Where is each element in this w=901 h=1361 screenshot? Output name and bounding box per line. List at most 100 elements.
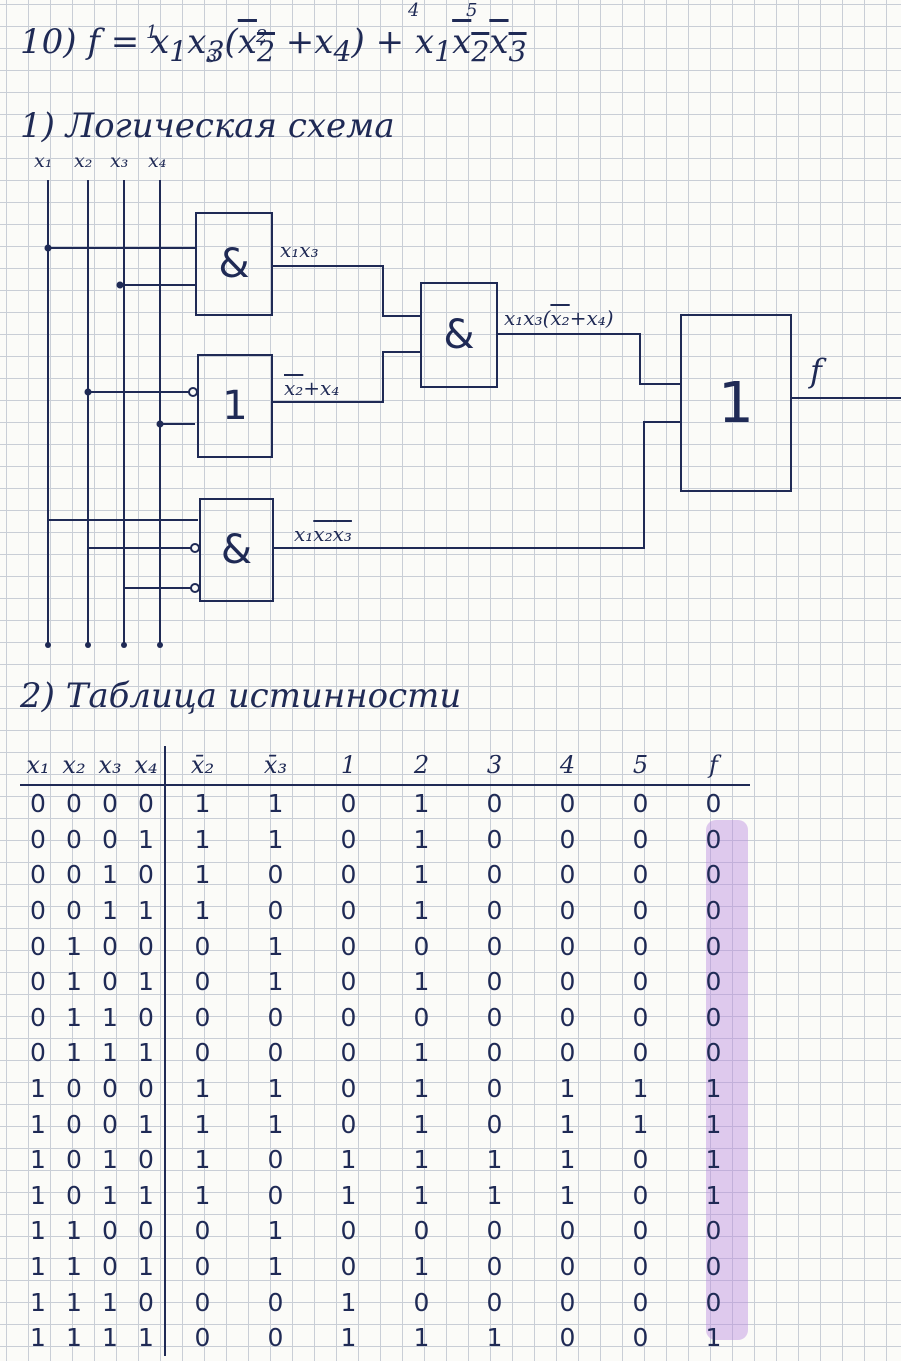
table-cell: 1 — [30, 1287, 46, 1317]
table-cell: 1 — [340, 1145, 357, 1175]
table-cell: 0 — [340, 789, 357, 819]
table-cell: 1 — [486, 1323, 503, 1353]
table-cell: 0 — [632, 824, 649, 854]
table-cell: 0 — [559, 789, 576, 819]
table-cell: 1 — [413, 824, 430, 854]
table-cell: 1 — [66, 1216, 82, 1246]
table-cell: 0 — [30, 931, 46, 961]
table-cell: 0 — [705, 1216, 722, 1246]
table-cell: 1 — [66, 1002, 82, 1032]
table-cell: 0 — [102, 1216, 118, 1246]
table-cell: 1 — [559, 1074, 576, 1104]
table-cell: 0 — [705, 824, 722, 854]
table-cell: 0 — [30, 1002, 46, 1032]
table-cell: 0 — [632, 1002, 649, 1032]
table-cell: 0 — [267, 1002, 284, 1032]
table-cell: 0 — [559, 824, 576, 854]
table-cell: 1 — [194, 1145, 211, 1175]
table-cell: 0 — [486, 1038, 503, 1068]
table-cell: 1 — [66, 1252, 82, 1282]
inverter-bubble-x2b — [190, 543, 200, 553]
table-cell: 1 — [66, 1287, 82, 1317]
table-cell: 1 — [413, 1074, 430, 1104]
table-cell: 0 — [30, 896, 46, 926]
table-cell: 0 — [486, 1252, 503, 1282]
and-gate-2: & — [420, 282, 498, 388]
formula: 10) f = x1x3(x2 +x4) + x1x2x3 — [20, 22, 527, 68]
table-cell: 1 — [194, 1074, 211, 1104]
wire-label-x1x3: x₁x₃ — [280, 238, 319, 262]
table-cell: 1 — [267, 824, 284, 854]
table-cell: 0 — [267, 860, 284, 890]
table-cell: 0 — [705, 1002, 722, 1032]
table-cell: 0 — [632, 1216, 649, 1246]
table-cell: 0 — [486, 1074, 503, 1104]
table-cell: 0 — [632, 1038, 649, 1068]
table-cell: 1 — [267, 789, 284, 819]
table-cell: 1 — [194, 896, 211, 926]
header-x3: x₃ — [92, 746, 128, 786]
table-cell: 0 — [340, 1252, 357, 1282]
wire-label-and2-output: x₁x₃(x₂+x₄) — [504, 306, 614, 330]
table-cell: 1 — [30, 1180, 46, 1210]
table-cell: 1 — [128, 963, 166, 1000]
and-gate-1: & — [195, 212, 273, 316]
table-cell: 0 — [128, 1213, 166, 1249]
table-cell: 0 — [632, 1287, 649, 1317]
table-cell: 0 — [413, 1287, 430, 1317]
table-cell: 0 — [267, 1038, 284, 1068]
table-cell: 0 — [705, 1287, 722, 1317]
table-cell: 0 — [486, 931, 503, 961]
table-cell: 0 — [128, 1141, 166, 1178]
table-cell: 1 — [128, 821, 166, 858]
table-cell: 1 — [102, 1002, 118, 1032]
table-cell: 0 — [559, 1323, 576, 1353]
header-x3bar: x̄₃ — [239, 746, 312, 786]
table-cell: 0 — [632, 1145, 649, 1175]
table-cell: 0 — [128, 1070, 166, 1107]
formula-f: f — [87, 22, 100, 62]
table-cell: 1 — [486, 1180, 503, 1210]
mark-5: 5 — [466, 0, 478, 21]
table-cell: 1 — [413, 1323, 430, 1353]
mark-3: 3 — [206, 46, 218, 67]
table-cell: 0 — [340, 896, 357, 926]
table-cell: 0 — [102, 967, 118, 997]
table-cell: 0 — [340, 824, 357, 854]
table-cell: 0 — [559, 896, 576, 926]
table-cell: 1 — [413, 1145, 430, 1175]
table-cell: 0 — [340, 967, 357, 997]
table-cell: 1 — [632, 1074, 649, 1104]
table-cell: 0 — [128, 1284, 166, 1320]
table-cell: 0 — [559, 967, 576, 997]
table-cell: 1 — [30, 1216, 46, 1246]
or-gate-1: 1 — [197, 354, 273, 458]
table-cell: 0 — [632, 896, 649, 926]
table-cell: 0 — [486, 1002, 503, 1032]
wire-label-x2bar-or-x4: x₂+x₄ — [284, 376, 340, 400]
table-cell: 0 — [486, 789, 503, 819]
header-3: 3 — [458, 746, 531, 786]
table-cell: 1 — [413, 789, 430, 819]
table-cell: 0 — [340, 931, 357, 961]
table-cell: 0 — [267, 1323, 284, 1353]
table-cell: 1 — [194, 824, 211, 854]
header-x1: x₁ — [20, 746, 56, 786]
table-cell: 0 — [340, 1074, 357, 1104]
table-cell: 0 — [632, 1252, 649, 1282]
table-cell: 0 — [705, 860, 722, 890]
table-cell: 0 — [194, 1002, 211, 1032]
table-cell: 1 — [194, 789, 211, 819]
table-cell: 0 — [486, 1216, 503, 1246]
table-cell: 0 — [632, 860, 649, 890]
table-cell: 0 — [102, 1109, 118, 1139]
table-cell: 0 — [194, 1038, 211, 1068]
